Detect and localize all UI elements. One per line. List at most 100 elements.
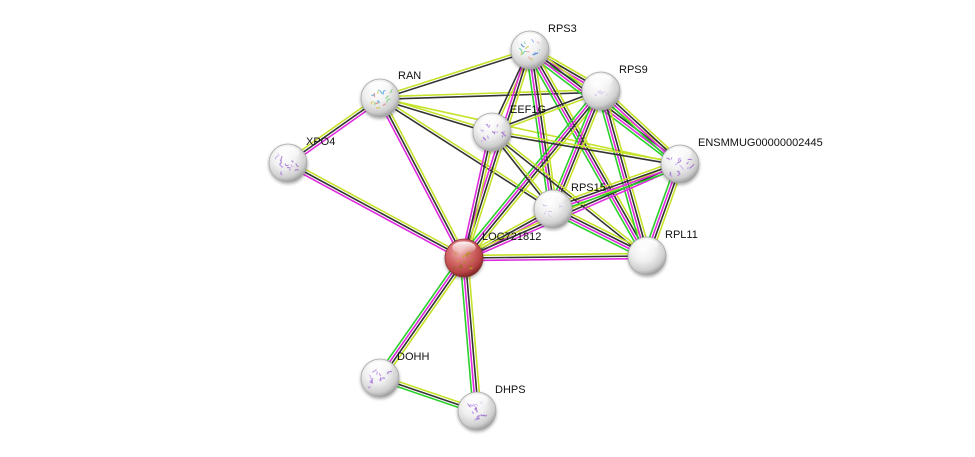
structure-stroke [482, 136, 485, 140]
structure-stroke [279, 172, 283, 176]
structure-stroke [669, 171, 672, 175]
edge-line-experiments [464, 257, 648, 262]
structure-stroke [387, 371, 392, 374]
edge-line-coexpression [463, 131, 493, 259]
structure-stroke [542, 203, 547, 207]
node-loc721812[interactable]: LOC721812 [444, 231, 541, 278]
edge-line-experiments [376, 98, 463, 260]
structure-stroke [389, 89, 393, 94]
structure-stroke [666, 157, 670, 161]
edge-line-experiments [462, 89, 601, 258]
edge-line-database [525, 50, 550, 210]
structure-stroke [279, 159, 282, 165]
structure-stroke [677, 159, 682, 164]
structure-stroke [686, 161, 689, 165]
structure-stroke [466, 253, 469, 258]
node-label: XPO4 [306, 136, 335, 148]
edge-line-coexpression [530, 48, 649, 256]
node-label: EEF1G [510, 104, 546, 116]
edge-line-textmining [466, 92, 605, 261]
edge-line-textmining [379, 47, 530, 98]
edge-line-database [548, 89, 599, 208]
edge-ran-rps9[interactable] [379, 88, 602, 101]
node-xpo4[interactable]: XPO4 [268, 136, 335, 183]
structure-stroke [520, 43, 525, 48]
edge-ran-loc721812[interactable] [376, 96, 468, 260]
structure-stroke [386, 98, 391, 103]
edge-eef1g-loc721812[interactable] [460, 131, 496, 259]
structure-stroke [474, 406, 478, 411]
edge-eef1g-ensmmug00000002445[interactable] [491, 129, 681, 167]
edge-line-coexpression [379, 97, 465, 259]
edge-line-coexpression [490, 132, 647, 258]
node-rpl11[interactable]: RPL11 [627, 229, 698, 276]
structure-stroke [519, 47, 522, 52]
node-highlight [541, 192, 565, 205]
node-eef1g[interactable]: EEF1G [472, 104, 546, 152]
structure-stroke [459, 264, 463, 268]
structure-stroke [676, 170, 680, 175]
structure-stroke [676, 173, 681, 177]
structure-stroke [548, 210, 552, 213]
structure-stroke [471, 258, 474, 263]
edge-eef1g-rpl11[interactable] [490, 130, 649, 258]
edge-line-coexpression [287, 162, 465, 259]
structure-stroke [454, 252, 458, 256]
edge-loc721812-dohh[interactable] [376, 255, 468, 381]
node-label: RPS3 [548, 23, 577, 35]
structure-stroke [288, 168, 291, 171]
edge-line-database [554, 166, 682, 214]
node-rps15[interactable]: RPS15 [533, 182, 606, 229]
edge-line-textmining [288, 160, 466, 257]
edge-xpo4-loc721812[interactable] [286, 160, 466, 261]
structure-stroke [462, 254, 467, 259]
edge-line-textmining [379, 97, 681, 165]
structure-stroke [679, 165, 684, 170]
edge-rps9-eef1g[interactable] [491, 89, 602, 134]
edge-ran-ensmmug00000002445[interactable] [379, 97, 681, 165]
node-ensmmug00000002445[interactable]: ENSMMUG00000002445 [660, 137, 823, 184]
edge-line-coexpression [463, 255, 648, 259]
edge-ran-rps3[interactable] [379, 47, 531, 101]
structure-stroke [548, 213, 552, 217]
edge-loc721812-dhps[interactable] [459, 257, 482, 412]
edge-line-textmining [467, 257, 482, 411]
edge-line-textmining [463, 252, 647, 257]
edge-rps3-rps15[interactable] [525, 49, 558, 210]
node-label: DHPS [495, 384, 526, 396]
structure-stroke [290, 164, 294, 168]
edge-line-experiments [461, 258, 477, 412]
node-ran[interactable]: RAN [360, 70, 421, 118]
edge-line-textmining [492, 129, 681, 164]
edge-line-experiments [528, 50, 647, 258]
node-label: RPL11 [665, 229, 698, 241]
node-highlight [368, 361, 392, 374]
edge-rps15-ensmmug00000002445[interactable] [551, 159, 682, 214]
node-label: RPS15 [571, 182, 606, 194]
structure-stroke [687, 158, 693, 161]
structure-stroke [382, 377, 386, 379]
structure-stroke [532, 53, 536, 56]
node-rps3[interactable]: RPS3 [510, 23, 577, 70]
edge-rps9-rpl11[interactable] [596, 89, 652, 258]
edge-line-coexpression [601, 90, 650, 256]
node-label: LOC721812 [482, 231, 541, 243]
node-highlight [518, 33, 542, 46]
structure-stroke [295, 163, 299, 167]
node-highlight [368, 81, 392, 94]
structure-stroke [534, 52, 539, 55]
structure-stroke [521, 50, 527, 55]
edge-line-database [596, 91, 645, 258]
structure-stroke [458, 266, 463, 269]
edge-line-textmining [381, 96, 468, 258]
node-dhps[interactable]: DHPS [457, 384, 526, 431]
structure-stroke [374, 101, 376, 106]
edge-rps9-loc721812[interactable] [460, 88, 605, 261]
node-dohh[interactable]: DOHH [360, 351, 429, 398]
edge-loc721812-rpl11[interactable] [463, 252, 648, 262]
structure-stroke [385, 95, 389, 99]
structure-stroke [376, 100, 380, 104]
structure-stroke [544, 210, 547, 216]
edge-line-experiments [378, 256, 464, 378]
node-rps9[interactable]: RPS9 [581, 64, 648, 111]
